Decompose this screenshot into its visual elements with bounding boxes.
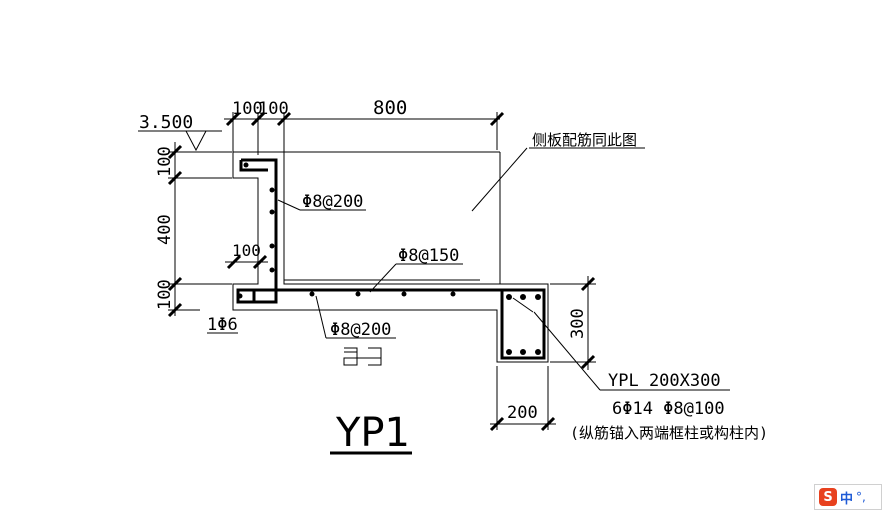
beam-rebar: 6Φ14 Φ8@100 [612,399,725,419]
rebar-symbol [343,347,382,366]
rebar-bottom-label: Φ8@200 [330,320,391,340]
reinforcement [236,158,546,360]
dim-inner: 100 [232,241,261,260]
title-text: YP1 [335,410,410,456]
beam-note: (纵筋锚入两端框柱或构柱内) [570,424,768,442]
beam-dimensions: 300 200 [489,276,596,432]
ime-language-toggle[interactable]: 中 [840,491,854,507]
rebar-top-label: Φ8@150 [398,246,459,266]
beam-annotation: YPL 200X300 6Φ14 Φ8@100 (纵筋锚入两端框柱或构柱内) [533,311,768,442]
elevation-label: 3.500 [139,112,193,133]
ime-toolbar[interactable]: S 中 °, [814,484,882,510]
dim-left-3: 100 [155,279,175,310]
dim-top-1: 100 [232,99,263,119]
rebar-left-label: 1Φ6 [207,315,238,335]
beam-label: YPL 200X300 [608,371,721,391]
elevation-marker: 3.500 [138,112,222,152]
dim-top-2: 100 [258,99,289,119]
dim-beam-width: 200 [507,403,538,423]
canopy-outline [232,147,549,363]
drawing-title: YP1 [330,410,412,456]
rebar-wall-label: Φ8@200 [302,192,363,212]
inner-dimension: 100 [225,241,268,270]
side-note: 侧板配筋同此图 [532,131,637,149]
top-dimension: 100 100 800 [224,97,505,155]
sogou-logo-icon[interactable]: S [819,488,837,506]
ime-punctuation-toggle[interactable]: °, [856,490,866,504]
dim-top-3: 800 [373,97,407,119]
left-dimension: 100 400 100 [155,142,232,318]
rebar-labels: Φ8@200 Φ8@150 Φ8@200 1Φ6 侧板配筋同此图 [207,131,645,340]
dim-beam-height: 300 [568,308,588,339]
dim-left-2: 400 [155,214,175,245]
dim-left-1: 100 [155,146,175,177]
